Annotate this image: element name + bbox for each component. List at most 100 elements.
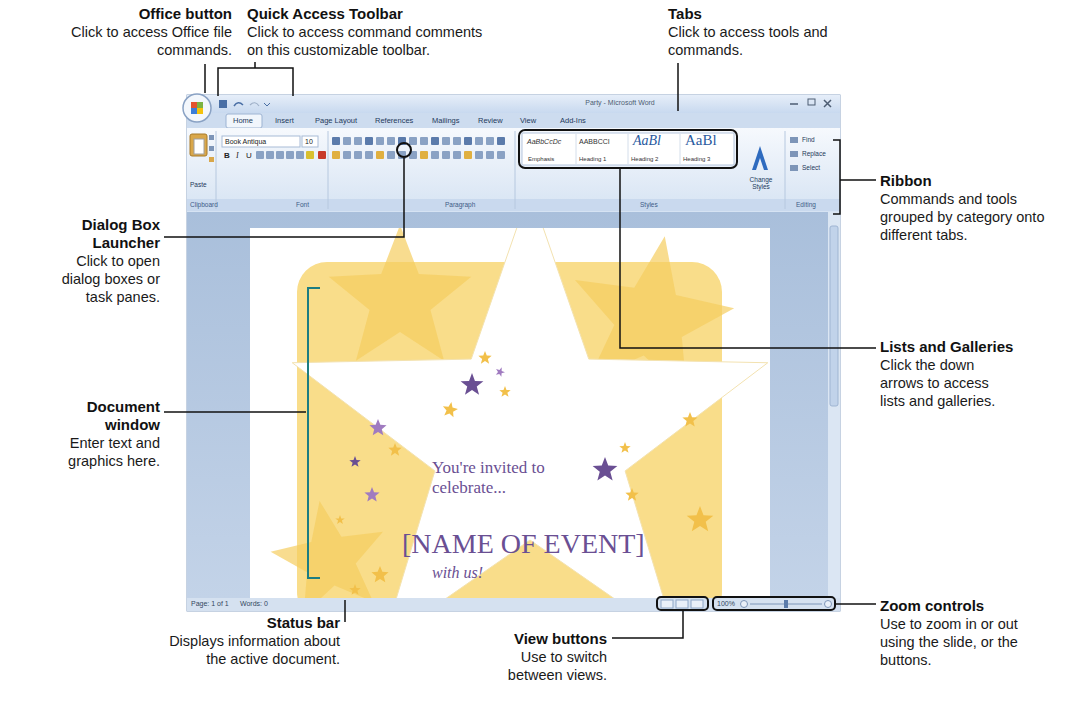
ribbon-icon [420, 137, 428, 145]
style-name: Heading 3 [683, 156, 710, 163]
callout-text: Commands and tools grouped by category o… [880, 190, 1045, 244]
star-shape [499, 386, 510, 397]
style-name: Emphasis [528, 156, 554, 163]
office-button [191, 108, 197, 114]
tab-label: Home [233, 117, 253, 126]
star-shape [461, 373, 484, 395]
ribbon-icon [464, 151, 472, 159]
ribbon-icons [680, 134, 681, 164]
ribbon-icon [420, 151, 428, 159]
window-frame [830, 226, 838, 406]
ribbon-icon [497, 151, 505, 159]
ribbon-icon [453, 137, 461, 145]
document-text: You're invited to celebrate... [432, 458, 582, 497]
star-shape [388, 443, 401, 456]
star-shape [364, 487, 379, 501]
style-name: Heading 2 [631, 156, 658, 163]
callout-heading: Zoom controls [880, 597, 1060, 615]
ribbon-icons [190, 133, 798, 171]
ribbon-icons [209, 146, 214, 151]
group-label: Clipboard [190, 201, 218, 208]
status-text: Words: 0 [240, 600, 268, 608]
star-shape [496, 367, 505, 377]
callout-leaders [397, 143, 411, 157]
window-frame [216, 131, 217, 209]
callout-leaders [833, 140, 876, 214]
ribbon-icon [442, 151, 450, 159]
office-button [197, 102, 203, 108]
style-sample: AABBCCI [579, 138, 610, 146]
button-label: Change Styles [742, 176, 780, 191]
star-shape [335, 515, 345, 524]
ribbon-icons [209, 135, 214, 140]
status-bar-controls [741, 601, 748, 608]
callout-text: Click to access Office file commands. [67, 23, 232, 59]
tab-label: References [375, 117, 413, 126]
style-sample: AaBl [633, 133, 661, 149]
star-shape [369, 419, 386, 435]
window-frame [187, 598, 840, 611]
format-button: I [236, 151, 239, 160]
callout-text: Click to access tools and commands. [668, 23, 828, 59]
ribbon-icon [453, 151, 461, 159]
ribbon-icons [222, 136, 300, 147]
status-bar-controls [661, 600, 673, 608]
window-frame [187, 113, 840, 128]
ribbon-icon [343, 151, 351, 159]
ribbon-icon [354, 137, 362, 145]
page-illustration [271, 228, 768, 598]
ribbon-icon [387, 151, 395, 159]
style-name: Heading 1 [579, 156, 606, 163]
tab-label: View [520, 117, 536, 126]
ribbon-icon [486, 151, 494, 159]
font-size: 10 [305, 138, 313, 146]
callout-leaders [204, 64, 206, 93]
callout-leaders [612, 611, 683, 638]
star-shape [349, 584, 360, 595]
status-bar-controls [825, 601, 832, 608]
callout-text: Enter text and graphics here. [55, 434, 160, 470]
quick-access-toolbar [264, 103, 270, 106]
star-shape [593, 457, 618, 481]
ribbon-icons [628, 134, 629, 164]
status-bar-controls [661, 600, 832, 608]
callout-leaders [713, 597, 835, 610]
window-frame [785, 131, 786, 209]
callout-leaders [519, 130, 737, 168]
group-label: Font [296, 201, 309, 208]
ribbon-icon [332, 151, 340, 159]
callout-heading: Tabs [668, 5, 768, 23]
ribbon-icons [790, 137, 798, 143]
ribbon-icon [464, 137, 472, 145]
quick-access-toolbar [219, 100, 270, 108]
status-text: 100% [717, 600, 735, 608]
star-shape [443, 402, 458, 417]
page-illustration [271, 228, 768, 598]
office-button [183, 94, 211, 122]
star-shape [682, 412, 697, 426]
ribbon-icon [343, 137, 351, 145]
star-shape [478, 351, 491, 364]
document-text: with us! [432, 564, 483, 582]
star-shape [292, 228, 768, 598]
callout-heading: Status bar [140, 614, 340, 632]
ribbon-icon [387, 137, 395, 145]
group-label: Editing [796, 201, 816, 208]
tab-label: Review [478, 117, 503, 126]
callout-heading: Lists and Galleries [880, 338, 1060, 356]
button-label: Find [802, 136, 815, 143]
star-shape [625, 488, 638, 501]
ribbon-icons [256, 137, 505, 159]
window-frame [187, 128, 840, 212]
status-bar-controls [784, 600, 788, 608]
ribbon-icons [790, 165, 798, 171]
window-controls [808, 99, 815, 105]
star-shape [619, 442, 630, 453]
callout-leaders [164, 411, 306, 413]
window-controls [790, 103, 798, 105]
star-shape [687, 506, 714, 531]
office-button [197, 108, 203, 114]
ribbon-icon [276, 151, 284, 159]
window-frame [187, 199, 840, 211]
star-shape [349, 456, 360, 467]
